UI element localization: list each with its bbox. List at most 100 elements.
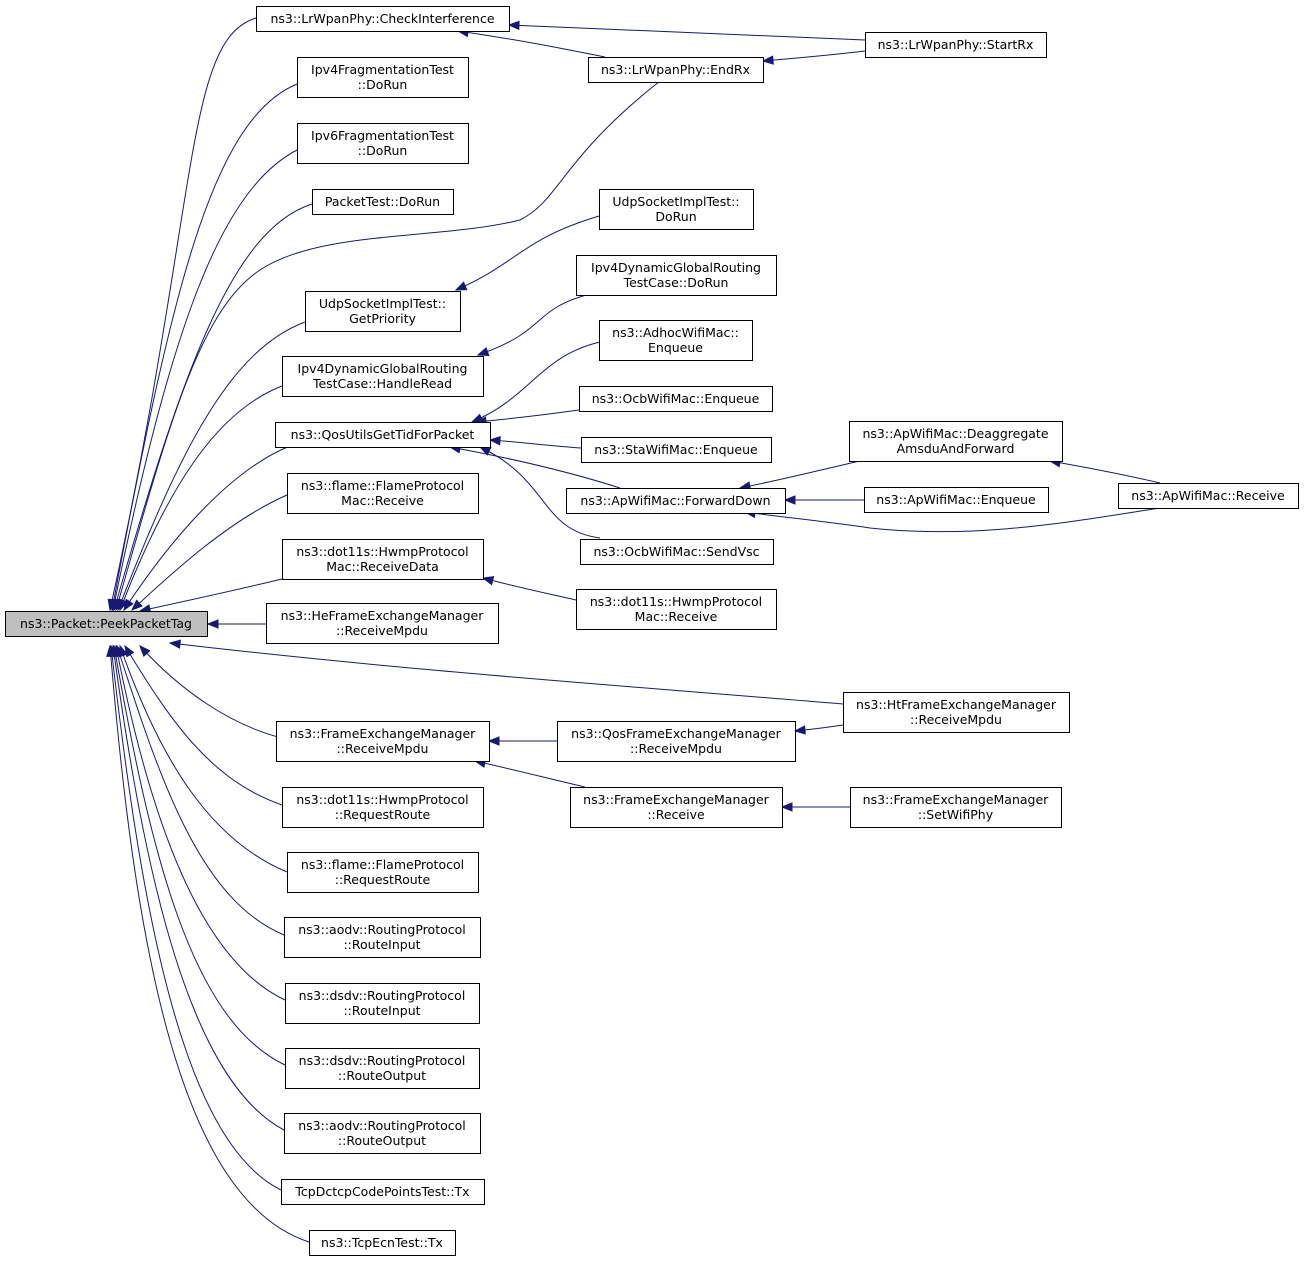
node-label: ns3::TcpEcnTest::Tx	[321, 1235, 443, 1250]
edge-line	[475, 409, 580, 423]
node-box	[275, 422, 491, 448]
node-dsdv-routeinput[interactable]: ns3::dsdv::RoutingProtocol::RouteInput	[285, 983, 480, 1024]
node-label: TestCase::DoRun	[623, 275, 729, 290]
edge-ipv4frag-to-root	[109, 83, 298, 612]
node-ipv6frag[interactable]: Ipv6FragmentationTest::DoRun	[297, 123, 469, 164]
node-box	[256, 6, 510, 32]
edge-line	[508, 24, 866, 41]
node-ipv4dyn-handleread[interactable]: Ipv4DynamicGlobalRoutingTestCase::Handle…	[282, 356, 484, 397]
node-label: GetPriority	[349, 311, 416, 326]
edge-line	[119, 645, 288, 873]
edge-line	[489, 439, 582, 449]
node-qosfem-receivempdu[interactable]: ns3::QosFrameExchangeManager::ReceiveMpd…	[557, 721, 796, 762]
node-label: ::Receive	[647, 807, 705, 822]
node-box	[849, 421, 1063, 462]
node-label: PacketTest::DoRun	[325, 194, 440, 209]
node-label: ::RequestRoute	[335, 872, 431, 887]
edge-line	[455, 215, 600, 291]
node-box	[588, 57, 764, 83]
arrowhead-icon	[488, 435, 501, 446]
node-fem-receivempdu[interactable]: ns3::FrameExchangeManager::ReceiveMpdu	[276, 721, 490, 762]
edge-line	[139, 578, 283, 612]
edge-sta_enqueue-to-qosutils	[488, 435, 582, 449]
node-lrwpan-startrx[interactable]: ns3::LrWpanPhy::StartRx	[865, 32, 1047, 58]
edge-qosfem_receivempdu-to-fem_receivempdu	[487, 736, 557, 746]
edge-ipv4dyn_dorun-to-ipv4dyn_handleread	[476, 293, 591, 357]
node-qosutils[interactable]: ns3::QosUtilsGetTidForPacket	[275, 422, 491, 448]
edge-lrwpan_startrx-to-lrwpan_checkinterference	[507, 20, 866, 41]
edge-ht_receivempdu-to-root	[168, 639, 844, 705]
node-aodv-routeoutput[interactable]: ns3::aodv::RoutingProtocol::RouteOutput	[284, 1113, 481, 1154]
node-ocb-enqueue[interactable]: ns3::OcbWifiMac::Enqueue	[579, 386, 773, 412]
node-box	[287, 852, 479, 893]
node-ap-deaggregate[interactable]: ns3::ApWifiMac::DeaggregateAmsduAndForwa…	[849, 421, 1063, 462]
node-box	[282, 539, 484, 580]
node-flame-requestroute[interactable]: ns3::flame::FlameProtocol::RequestRoute	[287, 852, 479, 893]
node-box	[570, 787, 783, 828]
edge-line	[109, 17, 257, 611]
node-label: ::RequestRoute	[335, 807, 431, 822]
node-hwmp-receivedata[interactable]: ns3::dot11s::HwmpProtocolMac::ReceiveDat…	[282, 539, 484, 580]
edge-line	[471, 341, 601, 423]
edge-he_receivempdu-to-root	[206, 619, 266, 629]
arrowhead-icon	[793, 725, 806, 735]
node-dsdv-routeoutput[interactable]: ns3::dsdv::RoutingProtocol::RouteOutput	[285, 1048, 480, 1089]
node-lrwpan-endrx[interactable]: ns3::LrWpanPhy::EndRx	[588, 57, 764, 83]
node-ap-forwarddown[interactable]: ns3::ApWifiMac::ForwardDown	[566, 488, 786, 514]
node-box	[285, 983, 480, 1024]
node-ht-receivempdu[interactable]: ns3::HtFrameExchangeManager::ReceiveMpdu	[843, 692, 1070, 733]
node-box	[599, 189, 754, 230]
node-he-receivempdu[interactable]: ns3::HeFrameExchangeManager::ReceiveMpdu	[266, 603, 499, 644]
edge-line	[112, 645, 285, 1131]
edge-line	[115, 645, 286, 1001]
node-label: ns3::StaWifiMac::Enqueue	[594, 442, 758, 457]
edge-hwmp_receive-to-hwmp_receivedata	[481, 576, 577, 601]
node-lrwpan-checkinterference[interactable]: ns3::LrWpanPhy::CheckInterference	[256, 6, 510, 32]
node-label: DoRun	[655, 209, 696, 224]
node-box	[5, 611, 208, 637]
node-aodv-routeinput[interactable]: ns3::aodv::RoutingProtocol::RouteInput	[284, 917, 481, 958]
edge-line	[744, 507, 1161, 533]
node-fem-receive[interactable]: ns3::FrameExchangeManager::Receive	[570, 787, 783, 828]
node-tcpdctcp-tx[interactable]: TcpDctcpCodePointsTest::Tx	[281, 1179, 485, 1205]
node-packettest[interactable]: PacketTest::DoRun	[312, 189, 454, 215]
arrowhead-icon	[139, 645, 151, 657]
node-adhoc-enqueue[interactable]: ns3::AdhocWifiMac::Enqueue	[599, 320, 753, 361]
arrowhead-icon	[481, 576, 495, 586]
node-label: Mac::Receive	[341, 493, 424, 508]
arrowhead-icon	[487, 736, 500, 746]
node-label: ns3::ApWifiMac::Deaggregate	[862, 426, 1048, 441]
node-udp-dorun[interactable]: UdpSocketImplTest::DoRun	[599, 189, 754, 230]
node-box	[865, 32, 1047, 58]
node-label: ns3::dot11s::HwmpProtocol	[296, 544, 468, 559]
node-label: ::SetWifiPhy	[918, 807, 994, 822]
node-label: TestCase::HandleRead	[312, 376, 452, 391]
node-box	[576, 255, 777, 296]
node-ap-receive[interactable]: ns3::ApWifiMac::Receive	[1118, 483, 1299, 509]
edge-fem_receive-to-fem_receivempdu	[473, 758, 586, 788]
edge-flame_receive-to-root	[131, 494, 288, 611]
edge-fem_receivempdu-to-root	[139, 645, 283, 739]
node-udp-getpriority[interactable]: UdpSocketImplTest::GetPriority	[305, 291, 461, 332]
node-root[interactable]: ns3::Packet::PeekPacketTag	[5, 611, 208, 637]
node-label: ns3::QosFrameExchangeManager	[571, 726, 781, 741]
node-sta-enqueue[interactable]: ns3::StaWifiMac::Enqueue	[581, 437, 772, 463]
node-label: ns3::ApWifiMac::Enqueue	[876, 492, 1036, 507]
node-fem-setwifiphy[interactable]: ns3::FrameExchangeManager::SetWifiPhy	[850, 787, 1062, 828]
edge-line	[124, 645, 283, 806]
node-tcpecn-tx[interactable]: ns3::TcpEcnTest::Tx	[309, 1230, 456, 1256]
node-label: ::DoRun	[358, 77, 408, 92]
node-label: ns3::ApWifiMac::Receive	[1131, 488, 1285, 503]
node-hwmp-requestroute[interactable]: ns3::dot11s::HwmpProtocol::RequestRoute	[282, 787, 484, 828]
edge-line	[479, 446, 601, 539]
node-ap-enqueue[interactable]: ns3::ApWifiMac::Enqueue	[864, 487, 1049, 513]
node-box	[581, 437, 772, 463]
node-ipv4frag[interactable]: Ipv4FragmentationTest::DoRun	[297, 57, 469, 98]
node-box	[305, 291, 461, 332]
edge-ap_receive-to-ap_deaggregate	[1048, 458, 1161, 484]
node-ocb-sendvsc[interactable]: ns3::OcbWifiMac::SendVsc	[580, 539, 774, 565]
